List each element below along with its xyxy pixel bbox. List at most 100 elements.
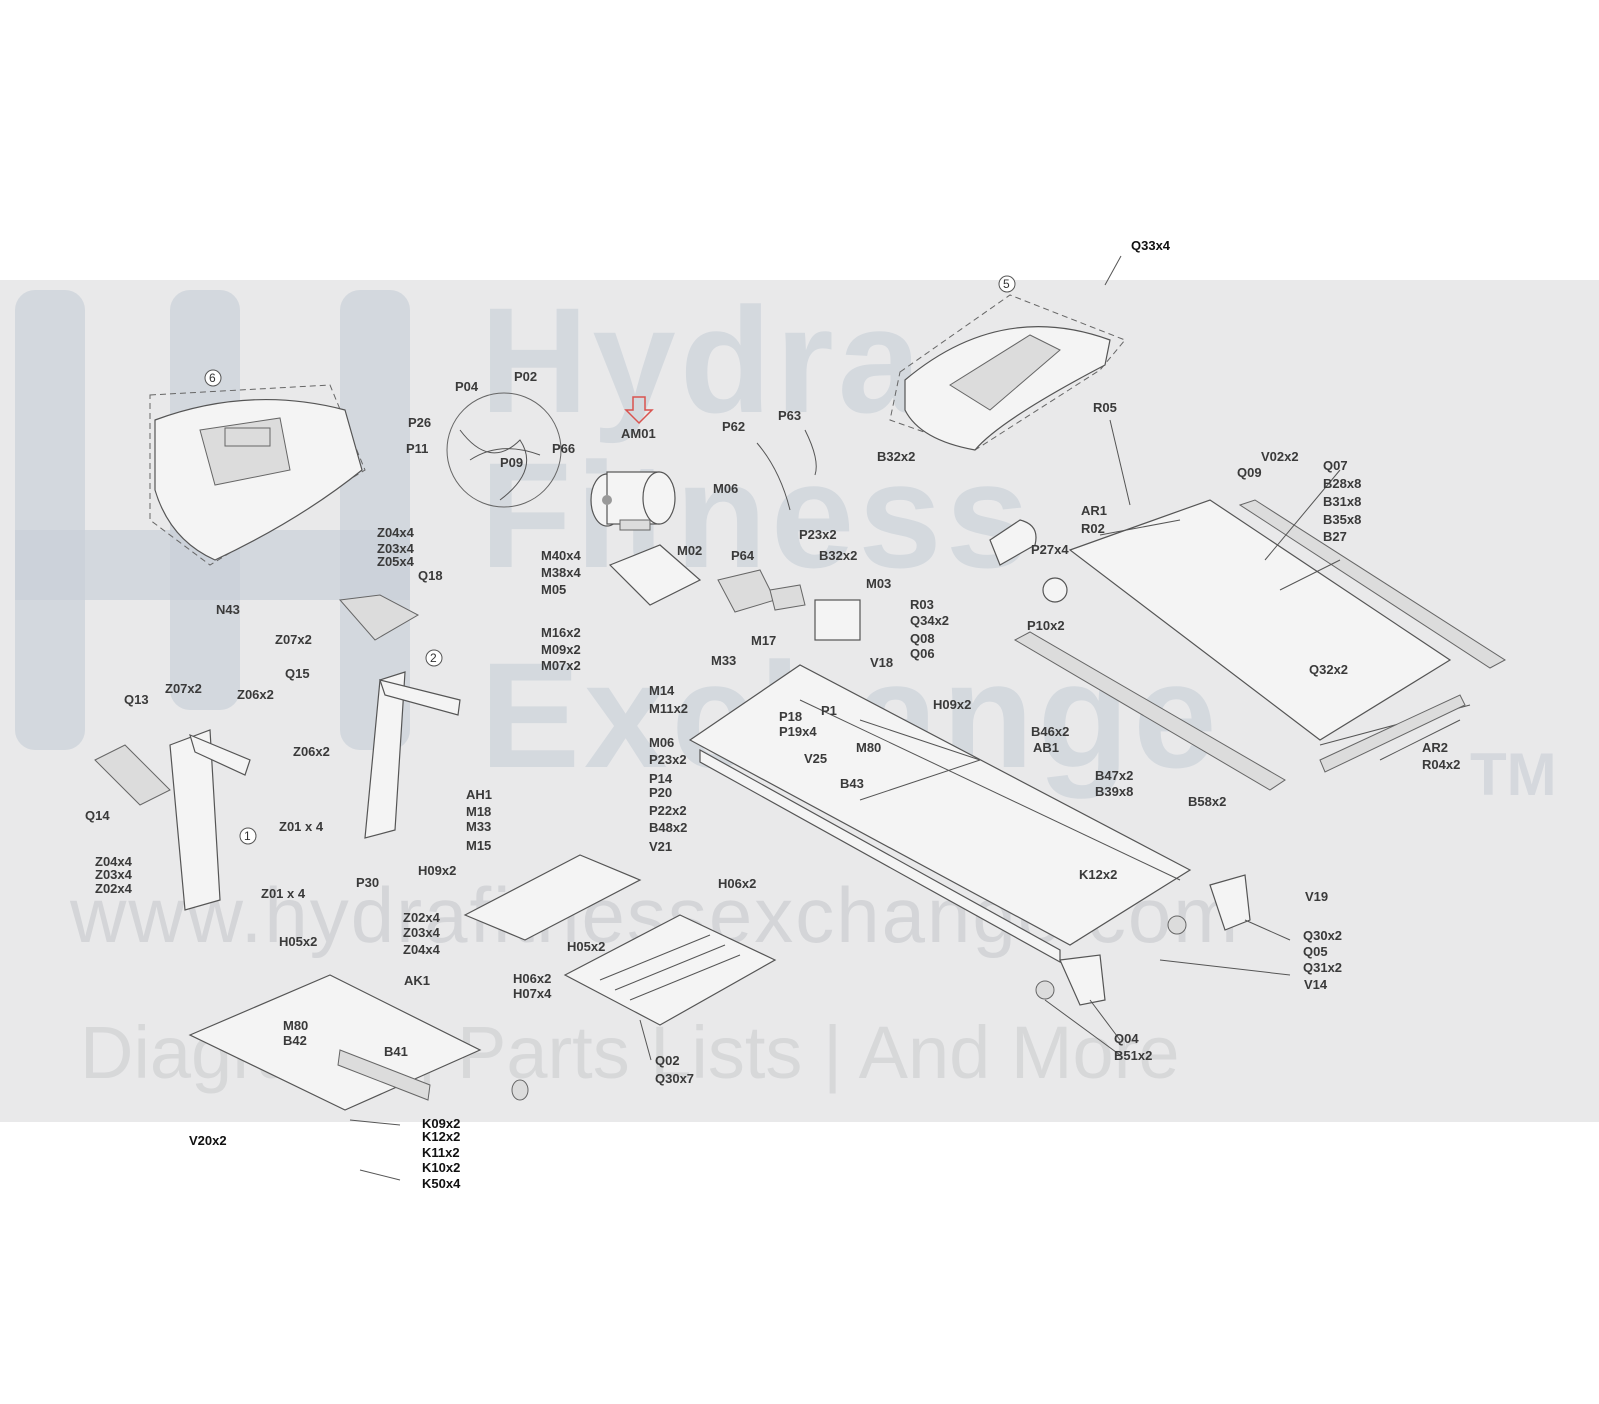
part-label-p30: P30 [356, 875, 379, 890]
wiring-detail [446, 392, 562, 508]
part-label-q06: Q06 [910, 646, 935, 661]
part-label-z01-x-4: Z01 x 4 [279, 819, 324, 834]
part-label-v25: V25 [804, 751, 827, 766]
part-label-q30x2: Q30x2 [1303, 928, 1342, 943]
part-label-z04x4: Z04x4 [95, 854, 133, 869]
rear-roller [989, 519, 1068, 603]
part-label-q02: Q02 [655, 1053, 680, 1068]
part-label-m06: M06 [649, 735, 674, 750]
part-label-m09x2: M09x2 [541, 642, 581, 657]
part-label-m80: M80 [856, 740, 881, 755]
part-label-p18: P18 [779, 709, 802, 724]
part-label-b47x2: B47x2 [1095, 768, 1133, 783]
part-label-p09: P09 [500, 455, 523, 470]
part-label-b42: B42 [283, 1033, 307, 1048]
part-label-ar1: AR1 [1081, 503, 1107, 518]
callout-1: 1 [239, 827, 257, 845]
callout-2: 2 [425, 649, 443, 667]
part-label-p64: P64 [731, 548, 755, 563]
part-label-p26: P26 [408, 415, 431, 430]
part-label-b31x8: B31x8 [1323, 494, 1361, 509]
part-label-m07x2: M07x2 [541, 658, 581, 673]
part-label-q18: Q18 [418, 568, 443, 583]
part-label-p23x2: P23x2 [649, 752, 687, 767]
main-frame [688, 664, 1192, 964]
part-label-p20: P20 [649, 785, 672, 800]
part-label-h09x2: H09x2 [933, 697, 971, 712]
part-label-p1: P1 [821, 703, 837, 718]
part-label-k50x4: K50x4 [422, 1176, 461, 1191]
part-label-b41: B41 [384, 1044, 408, 1059]
console-assembly [149, 384, 366, 566]
part-label-b46x2: B46x2 [1031, 724, 1069, 739]
part-label-k11x2: K11x2 [422, 1145, 460, 1160]
part-label-z02x4: Z02x4 [403, 910, 441, 925]
part-label-v19: V19 [1305, 889, 1328, 904]
wire-p62 [756, 442, 791, 511]
part-label-m80: M80 [283, 1018, 308, 1033]
part-label-v02x2: V02x2 [1261, 449, 1299, 464]
motor-hood [889, 294, 1126, 451]
part-label-h07x4: H07x4 [513, 986, 552, 1001]
part-label-b43: B43 [840, 776, 864, 791]
part-label-q09: Q09 [1237, 465, 1262, 480]
drive-motor [590, 471, 676, 527]
upright-right [364, 671, 461, 839]
callout-5: 5 [998, 275, 1016, 293]
part-label-v21: V21 [649, 839, 672, 854]
part-label-q05: Q05 [1303, 944, 1328, 959]
part-label-b51x2: B51x2 [1114, 1048, 1152, 1063]
part-label-m11x2: M11x2 [649, 701, 688, 716]
part-label-m16x2: M16x2 [541, 625, 581, 640]
part-label-h06x2: H06x2 [513, 971, 551, 986]
part-label-m38x4: M38x4 [541, 565, 582, 580]
part-label-q14: Q14 [85, 808, 110, 823]
part-label-m33: M33 [466, 819, 491, 834]
callout-6: 6 [204, 369, 222, 387]
part-label-m33: M33 [711, 653, 736, 668]
part-label-m15: M15 [466, 838, 491, 853]
part-label-v14: V14 [1304, 977, 1328, 992]
part-label-b48x2: B48x2 [649, 820, 687, 835]
part-label-ab1: AB1 [1033, 740, 1059, 755]
part-label-m17: M17 [751, 633, 776, 648]
part-label-ar2: AR2 [1422, 740, 1448, 755]
leader-lines [349, 255, 1461, 1181]
part-label-m18: M18 [466, 804, 491, 819]
part-label-b32x2: B32x2 [877, 449, 915, 464]
part-label-z07x2: Z07x2 [165, 681, 202, 696]
part-label-z06x2: Z06x2 [237, 687, 274, 702]
part-label-z01-x-4: Z01 x 4 [261, 886, 306, 901]
part-label-ah1: AH1 [466, 787, 492, 802]
part-label-h05x2: H05x2 [279, 934, 317, 949]
part-label-h06x2: H06x2 [718, 876, 756, 891]
front-roller [1319, 694, 1466, 773]
part-label-z05x4: Z05x4 [377, 554, 415, 569]
part-label-v18: V18 [870, 655, 893, 670]
motor-bracket [608, 519, 861, 641]
part-label-z03x4: Z03x4 [377, 541, 415, 556]
part-label-z07x2: Z07x2 [275, 632, 312, 647]
part-label-z04x4: Z04x4 [403, 942, 441, 957]
callout-1-text: 1 [244, 829, 251, 843]
part-label-q15: Q15 [285, 666, 310, 681]
part-label-m02: M02 [677, 543, 702, 558]
part-label-q07: Q07 [1323, 458, 1348, 473]
part-label-p11: P11 [406, 441, 428, 456]
callout-6-text: 6 [209, 371, 216, 385]
watermark-logo-mark [15, 290, 410, 750]
rear-foot-left [1035, 954, 1106, 1006]
part-label-z06x2: Z06x2 [293, 744, 330, 759]
part-label-b27: B27 [1323, 529, 1347, 544]
callout-2-text: 2 [430, 651, 437, 665]
part-label-k12x2: K12x2 [422, 1129, 460, 1144]
rear-foot-right [1167, 874, 1251, 935]
part-label-p02: P02 [514, 369, 537, 384]
watermark-trademark: TM [1470, 741, 1557, 808]
part-label-p04: P04 [455, 379, 479, 394]
part-label-p10x2: P10x2 [1027, 618, 1065, 633]
part-label-m03: M03 [866, 576, 891, 591]
part-label-z04x4: Z04x4 [377, 525, 415, 540]
